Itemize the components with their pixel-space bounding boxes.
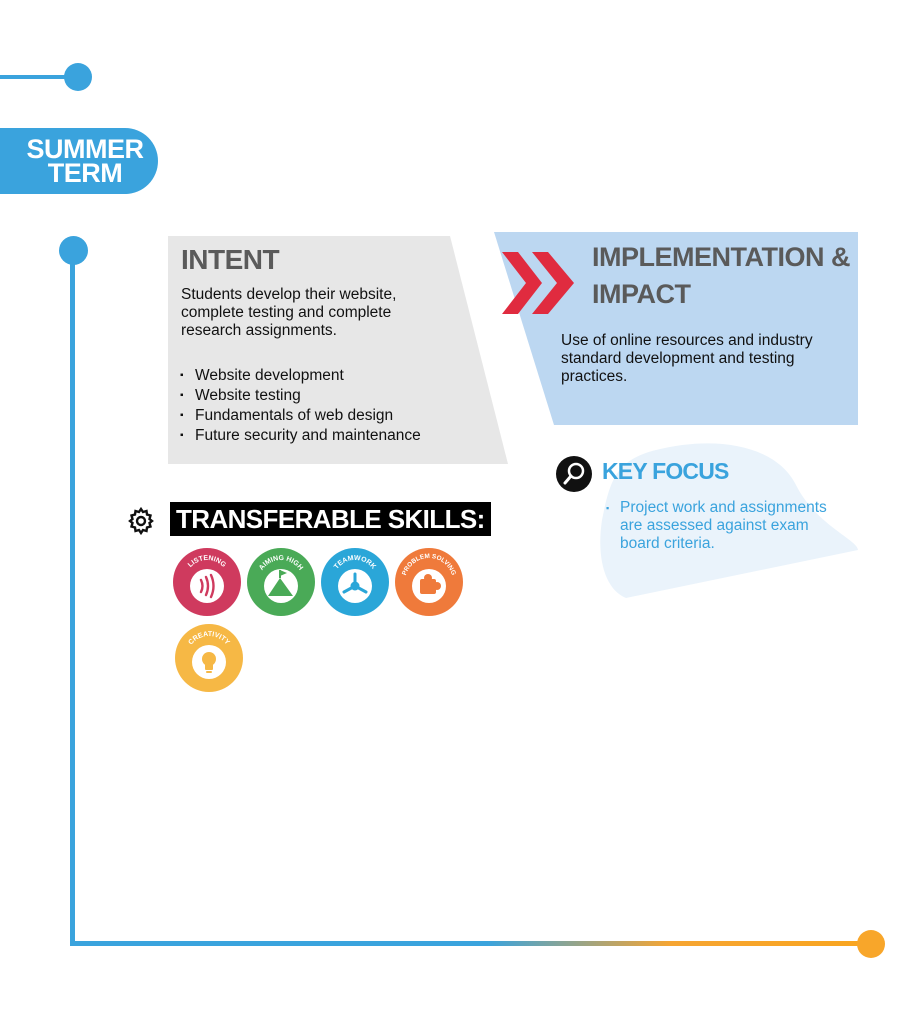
intent-title: INTENT	[181, 244, 280, 275]
mountain-flag-icon	[268, 570, 293, 596]
transferable-skills-title: TRANSFERABLE SKILLS:	[170, 502, 491, 536]
key-focus-title: KEY FOCUS	[602, 458, 729, 484]
puzzle-piece-icon	[420, 574, 441, 594]
list-item: Website testing	[180, 386, 421, 406]
skill-badge-problem-solving: PROBLEM SOLVING	[395, 548, 463, 616]
implementation-title: IMPLEMENTATION & IMPACT	[592, 242, 850, 309]
gear-icon	[128, 506, 154, 536]
implementation-description: Use of online resources and industry sta…	[561, 332, 813, 385]
timeline-vertical-line	[70, 250, 75, 946]
list-item: Future security and maintenance	[180, 426, 421, 446]
skill-badge-listening: LISTENING	[173, 548, 241, 616]
skill-badge-teamwork: TEAMWORK	[321, 548, 389, 616]
timeline-vertical-dot	[59, 236, 88, 265]
sound-waves-icon	[199, 573, 215, 599]
magnifier-icon	[556, 456, 592, 492]
intent-description: Students develop their website, complete…	[181, 286, 397, 339]
implementation-panel	[494, 232, 858, 425]
timeline-end-dot	[857, 930, 885, 958]
key-focus-list: Project work and assignments are assesse…	[606, 499, 836, 553]
term-line1: SUMMER	[26, 134, 145, 164]
timeline-top-line	[0, 75, 78, 79]
term-badge: SUMMER TERM	[0, 128, 158, 194]
light-bulb-icon	[202, 652, 216, 673]
double-chevron-icon	[502, 252, 574, 314]
list-item: Project work and assignments are assesse…	[606, 499, 836, 553]
timeline-top-dot	[64, 63, 92, 91]
intent-list: Website development Website testing Fund…	[180, 366, 421, 446]
term-line2: TERM	[47, 158, 123, 188]
list-item: Fundamentals of web design	[180, 406, 421, 426]
skill-badge-creativity: CREATIVITY	[175, 624, 243, 692]
list-item: Website development	[180, 366, 421, 386]
skill-badge-aiming-high: AIMING HIGH	[247, 548, 315, 616]
timeline-bottom-line	[70, 941, 872, 946]
team-arrows-icon	[342, 572, 368, 594]
